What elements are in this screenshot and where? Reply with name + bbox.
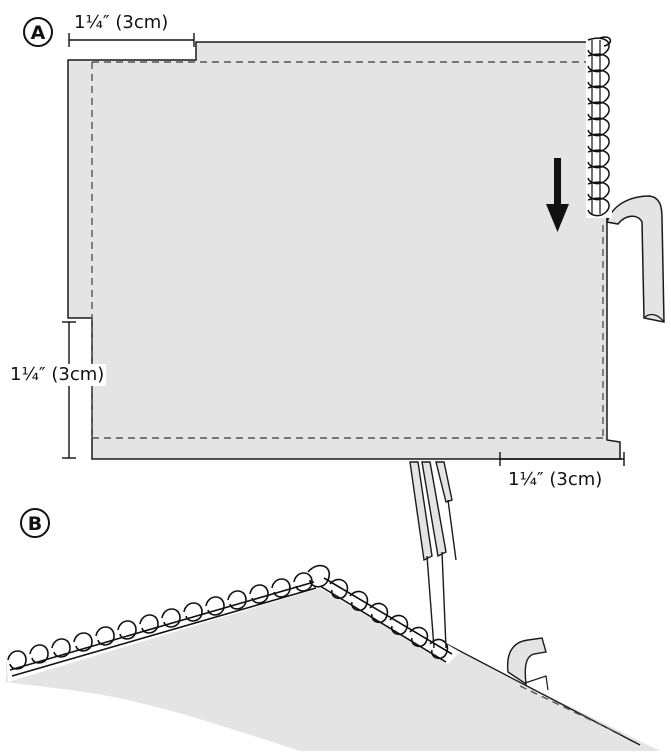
badge-a: A bbox=[23, 17, 53, 47]
overlock-stitch-a bbox=[586, 36, 612, 218]
arrow-down-icon bbox=[546, 158, 569, 232]
overlock-stitch-b bbox=[6, 564, 460, 682]
seam-line-b bbox=[519, 685, 621, 735]
measure-bottom bbox=[499, 452, 625, 466]
badge-a-label: A bbox=[31, 22, 46, 44]
measure-top-label: 1¼″ (3cm) bbox=[72, 12, 171, 34]
measure-left-label: 1¼″ (3cm) bbox=[8, 364, 107, 386]
fabric-piece-b bbox=[6, 575, 660, 751]
folded-tail bbox=[606, 195, 665, 323]
badge-b-label: B bbox=[28, 513, 42, 535]
badge-b: B bbox=[20, 508, 50, 538]
needle-icon bbox=[409, 461, 457, 649]
fabric-piece-a bbox=[67, 41, 621, 460]
measure-bottom-label: 1¼″ (3cm) bbox=[506, 469, 605, 491]
panel-b: B bbox=[6, 461, 660, 751]
measure-left bbox=[62, 321, 76, 459]
fabric-flap-b bbox=[506, 637, 547, 686]
measure-top bbox=[68, 33, 195, 47]
panel-a: A bbox=[23, 17, 665, 466]
